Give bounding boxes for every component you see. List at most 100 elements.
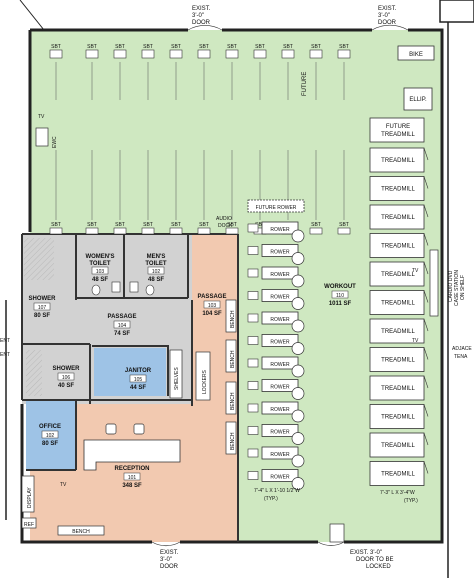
rower-flywheel: [291, 409, 305, 423]
sbt-unit-bottom: [225, 227, 239, 235]
rower-label: ROWER: [270, 317, 290, 323]
shower-107-area: 80 SF: [34, 313, 50, 319]
sbt-unit-top: [141, 49, 155, 59]
sbt-unit-top: [197, 49, 211, 59]
treadmill-cord: [423, 461, 429, 474]
janitor-area-label: 44 SF: [130, 385, 146, 391]
rower-box: [261, 401, 299, 415]
sbt-unit-top: [225, 49, 239, 59]
womens-number: 103: [96, 269, 105, 275]
sbt-label-top: SBT: [115, 44, 125, 50]
rower-label: ROWER: [270, 385, 290, 391]
treadmill-cord: [423, 233, 429, 246]
rower-label: ROWER: [270, 407, 290, 413]
rower-box: [261, 446, 299, 460]
treadmill-cord: [423, 432, 429, 446]
mens-tag: [147, 266, 165, 275]
adjacent-label-2: TENA: [454, 354, 468, 360]
treadmill-cord: [423, 290, 429, 303]
door-bl-1: EXIST.: [160, 550, 179, 556]
sbt-label-top: SBT: [51, 44, 61, 50]
future-treadmill-label-2: TREADMILL: [381, 132, 415, 138]
rower-flywheel: [291, 477, 305, 490]
audio-dock-label-2: DOCK: [218, 223, 233, 229]
cardio-label-1: CARDIO DVD: [448, 270, 454, 302]
treadmill-column: TREADMILL TREADMILL TREADMILL TREADMILL TREA…: [369, 147, 429, 486]
office-tag: [41, 430, 59, 439]
shower-107-number: 107: [38, 305, 47, 311]
corner-wall: [19, 0, 45, 31]
sbt-unit-bottom: [337, 227, 351, 235]
rower-box: [261, 356, 299, 370]
corner-column: [439, 0, 474, 23]
rower-box: [261, 266, 299, 280]
bench-box: [225, 421, 237, 455]
treadmill-box: [369, 461, 425, 486]
reception-bench: [57, 525, 105, 536]
rower-box: [261, 424, 299, 437]
treadmill-cord: [423, 204, 429, 218]
tv-label-right-1: TV: [412, 268, 419, 274]
workout-area-label: 1011 SF: [329, 301, 352, 307]
office-number: 102: [46, 433, 55, 439]
janitor-number: 105: [134, 377, 143, 383]
reception-name: RECEPTION: [114, 466, 149, 472]
shelves-box: [169, 349, 183, 399]
sbt-label-bottom: SBT: [339, 222, 349, 228]
ellip-label: ELLIP.: [409, 97, 427, 103]
sbt-label-bottom: SBT: [199, 222, 209, 228]
rower-flywheel: [291, 432, 305, 445]
passage-104-number: 104: [118, 323, 127, 329]
sbt-label-bottom: SBT: [87, 222, 97, 228]
sbt-label-top: SBT: [255, 44, 265, 50]
janitor-area: [94, 348, 166, 396]
door-bl-2: 3'-0": [160, 557, 172, 563]
shower-106-name: SHOWER: [53, 366, 81, 372]
bike-label: BIKE: [409, 52, 423, 58]
rower-flywheel: [291, 387, 305, 400]
door-bl-3: DOOR: [160, 564, 179, 570]
treadmill-label: TREADMILL: [381, 272, 415, 278]
rower-box: [261, 469, 299, 482]
treadmill-cord: [423, 375, 429, 389]
shower-106-tag: [57, 372, 75, 381]
passage-103-name: PASSAGE: [198, 294, 227, 300]
treadmill-box: [369, 204, 425, 230]
bike-box: [397, 45, 435, 61]
rower-label: ROWER: [270, 250, 290, 256]
sbt-unit-bottom: [169, 227, 183, 235]
passage-103-area-label: 104 SF: [202, 311, 222, 317]
outer-walls: [20, 28, 444, 544]
passage-104-area: 74 SF: [114, 331, 130, 337]
treadmill-label: TREADMILL: [381, 187, 415, 193]
ellip-box: [403, 87, 433, 111]
sbt-unit-top: [253, 49, 267, 59]
passage-104-tag: [113, 320, 131, 329]
rower-seat: [247, 358, 259, 368]
treadmill-label: TREADMILL: [381, 301, 415, 307]
rower-seat: [247, 313, 259, 323]
treadmill-dim-1: 7'-3" L X 3'-4"W: [380, 490, 415, 496]
cardio-label-2: CASE STATION: [454, 270, 460, 306]
rower-flywheel: [291, 297, 305, 310]
sbt-label-top: SBT: [339, 44, 349, 50]
tv-label-top: TV: [38, 114, 45, 120]
rower-flywheel: [291, 319, 305, 333]
treadmill-dim-2: (TYP.): [404, 498, 418, 504]
passage-103-tag: [203, 300, 221, 309]
rower-label: ROWER: [270, 475, 290, 481]
rower-seat: [247, 403, 259, 413]
ewc-label: EWC: [52, 136, 58, 148]
sbt-label-top: SBT: [311, 44, 321, 50]
tv-label-reception: TV: [60, 482, 67, 488]
womens-toilet-fixture: [91, 284, 101, 296]
treadmill-label: TREADMILL: [381, 158, 415, 164]
womens-sink: [111, 281, 121, 293]
bench-label: BENCH: [230, 432, 236, 450]
rower-seat: [247, 381, 259, 390]
mens-name-2: TOILET: [145, 261, 167, 267]
future-treadmill-label-1: FUTURE: [386, 124, 410, 130]
treadmill-label: TREADMILL: [381, 358, 415, 364]
